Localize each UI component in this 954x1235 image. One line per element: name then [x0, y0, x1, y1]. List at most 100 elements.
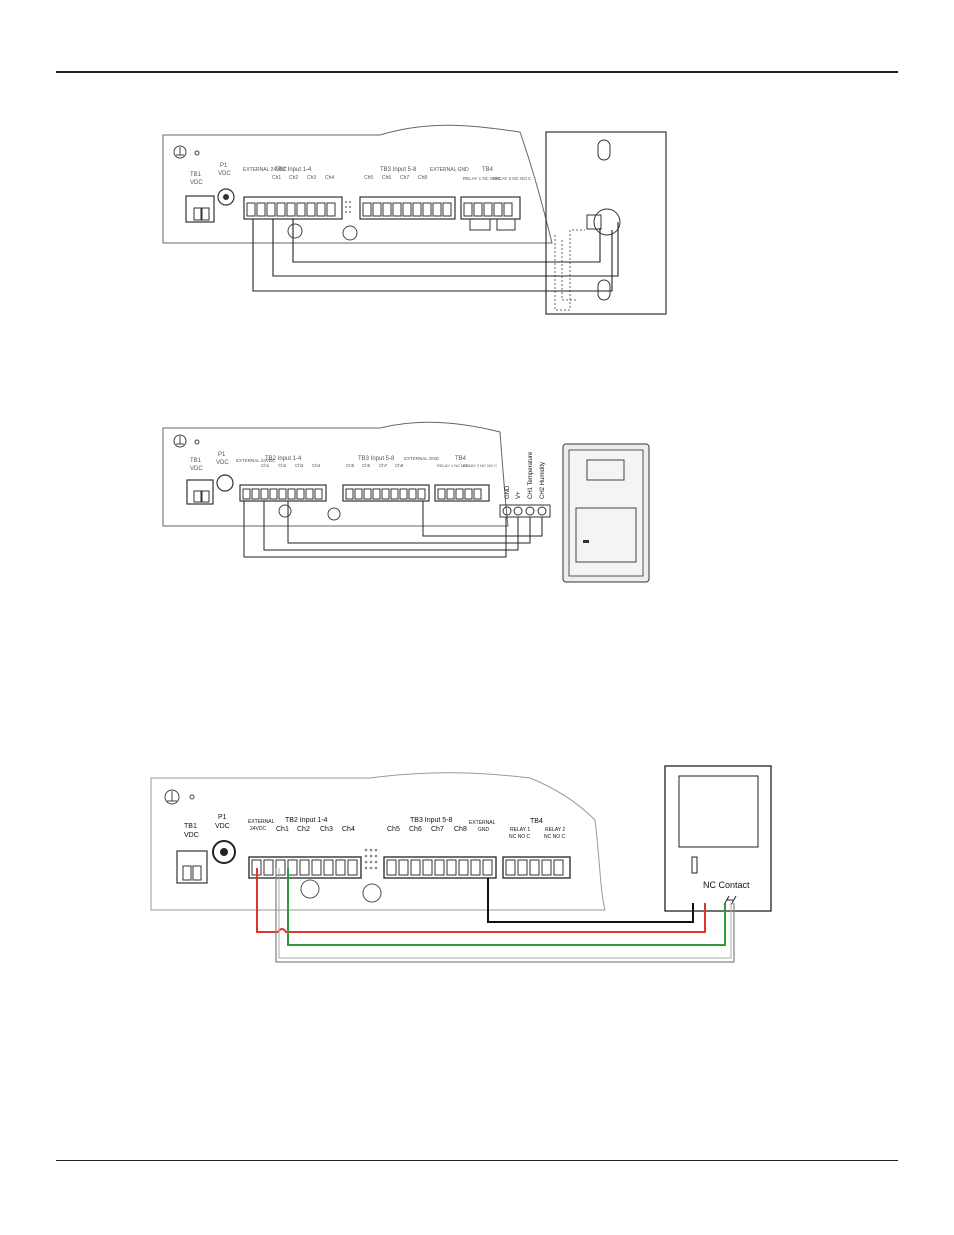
sensor-dashed-leads	[554, 229, 585, 311]
transistor-symbol	[300, 879, 320, 899]
ch4-label: Ch4	[325, 175, 334, 181]
led-indicator	[194, 439, 200, 445]
ch2-humidity-label: CH2 Humidity	[540, 462, 546, 499]
ground-icon	[164, 789, 180, 805]
p1-power-jack-center	[220, 848, 228, 856]
ch2-label: Ch2	[278, 463, 287, 468]
gnd-label: GND	[505, 485, 511, 499]
connector-dots	[364, 848, 378, 870]
tb3-terminal-block	[383, 856, 497, 879]
led-indicator	[194, 150, 200, 156]
door-contact-device: NC Contact	[664, 765, 772, 912]
tb2-terminal-block	[239, 484, 327, 502]
external-gnd-label: EXTERNAL GND	[430, 167, 469, 173]
external-24vdc-label: EXTERNAL 24VDC	[243, 167, 287, 173]
ch6-label: Ch6	[409, 826, 422, 833]
tb2-label: TB2 Input 1-4	[275, 167, 312, 173]
diagram-3: TB1 VDC P1 VDC EXTERNAL 24VDC TB2 Input …	[150, 765, 772, 963]
sensor-terminal	[586, 214, 602, 230]
p1-vdc-label: VDC	[218, 171, 231, 177]
tb2-terminal-block	[248, 856, 362, 879]
external-24vdc-label: EXTERNAL 24VDC	[236, 458, 276, 463]
ch1-label: Ch1	[276, 826, 289, 833]
bottom-rule	[56, 1160, 898, 1161]
tb3-terminal-slots	[345, 488, 426, 500]
tb1-vdc-label: VDC	[190, 180, 203, 186]
tb3-terminal-block	[342, 484, 430, 502]
tb1-terminal-slot-1	[193, 490, 202, 503]
tb4-terminal-slots	[463, 202, 513, 217]
relay1-label-a: RELAY 1	[510, 827, 530, 833]
p1-vdc-label: VDC	[215, 823, 230, 830]
tb3-label: TB3 Input 5-8	[410, 817, 453, 824]
ch6-label: Ch6	[362, 463, 371, 468]
tb4-terminal-slots	[505, 859, 564, 876]
tb4-terminal-block	[502, 856, 571, 879]
sensor-slot-top	[597, 139, 611, 161]
relay1-label-b: NC NO C	[509, 834, 531, 840]
connector-dots	[345, 201, 351, 213]
wire-gray-inner	[278, 868, 732, 959]
relay2-label: RELAY 2 NC NO C	[463, 463, 497, 468]
external-gnd-label-a: EXTERNAL	[469, 820, 496, 826]
external-gnd-label-b: GND	[478, 827, 490, 833]
p1-power-jack	[217, 188, 235, 206]
external-24vdc-label-b: 24VDC	[250, 826, 267, 832]
ch8-label: Ch8	[395, 463, 404, 468]
diagram3-wires	[256, 868, 735, 963]
tb3-terminal-block	[359, 196, 456, 220]
ch3-label: Ch3	[307, 175, 316, 181]
tb1-vdc-label: VDC	[190, 466, 203, 472]
ch7-label: Ch7	[431, 826, 444, 833]
p1-power-jack	[216, 474, 234, 492]
relay2-label-a: RELAY 2	[545, 827, 565, 833]
mounting-hole	[342, 225, 358, 241]
ch6-label: Ch6	[382, 175, 391, 181]
tb1-terminal-slot-1	[193, 207, 202, 221]
ground-icon	[173, 434, 187, 448]
ch5-label: Ch5	[364, 175, 373, 181]
p1-power-jack-center	[223, 194, 229, 200]
tb1-terminal-slot-2	[201, 207, 210, 221]
ch1-temperature-label: CH1 Temperature	[528, 451, 534, 499]
ch4-label: Ch4	[312, 463, 321, 468]
ch7-label: Ch7	[400, 175, 409, 181]
temp-humidity-sensor	[562, 443, 650, 583]
mounting-hole	[327, 507, 341, 521]
ch7-label: Ch7	[379, 463, 388, 468]
ch3-label: Ch3	[295, 463, 304, 468]
mounting-hole	[362, 883, 382, 903]
relay-jumpers	[469, 219, 516, 231]
tb2-label: TB2 Input 1-4	[265, 456, 302, 462]
tb4-terminal-block	[434, 484, 490, 502]
nc-contact-label: NC Contact	[703, 880, 750, 890]
tb1-label: TB1	[190, 172, 202, 178]
ch2-label: Ch2	[289, 175, 298, 181]
tb2-terminal-slots	[246, 202, 336, 217]
relay1-label: RELAY 1 NC NO C	[437, 463, 471, 468]
tb2-terminal-slots	[251, 859, 358, 876]
external-24vdc-label-a: EXTERNAL	[248, 819, 275, 825]
transistor-symbol	[278, 504, 292, 518]
ch2-label: Ch2	[297, 826, 310, 833]
sensor-terminal-ring	[593, 208, 621, 236]
p1-label: P1	[218, 452, 226, 458]
ch1-label: Ch1	[261, 463, 270, 468]
p1-label: P1	[218, 814, 227, 821]
diagram-2: TB1 VDC P1 VDC EXTERNAL 24VDC TB2 Input …	[162, 421, 650, 583]
ground-icon	[173, 145, 187, 159]
tb1-label: TB1	[190, 458, 202, 464]
ch8-label: Ch8	[454, 826, 467, 833]
ch1-label: Ch1	[272, 175, 281, 181]
controller-board-outline-2	[162, 421, 509, 527]
ch5-label: Ch5	[346, 463, 355, 468]
controller-board-outline-3	[150, 772, 606, 911]
tb3-terminal-slots	[386, 859, 493, 876]
wire-red	[256, 868, 706, 933]
tb3-label: TB3 Input 5-8	[380, 167, 417, 173]
external-gnd-label: EXTERNAL GND	[404, 456, 440, 461]
diagram2-wires	[243, 501, 543, 558]
diagram1-wires	[252, 219, 619, 292]
tb1-label: TB1	[184, 823, 197, 830]
